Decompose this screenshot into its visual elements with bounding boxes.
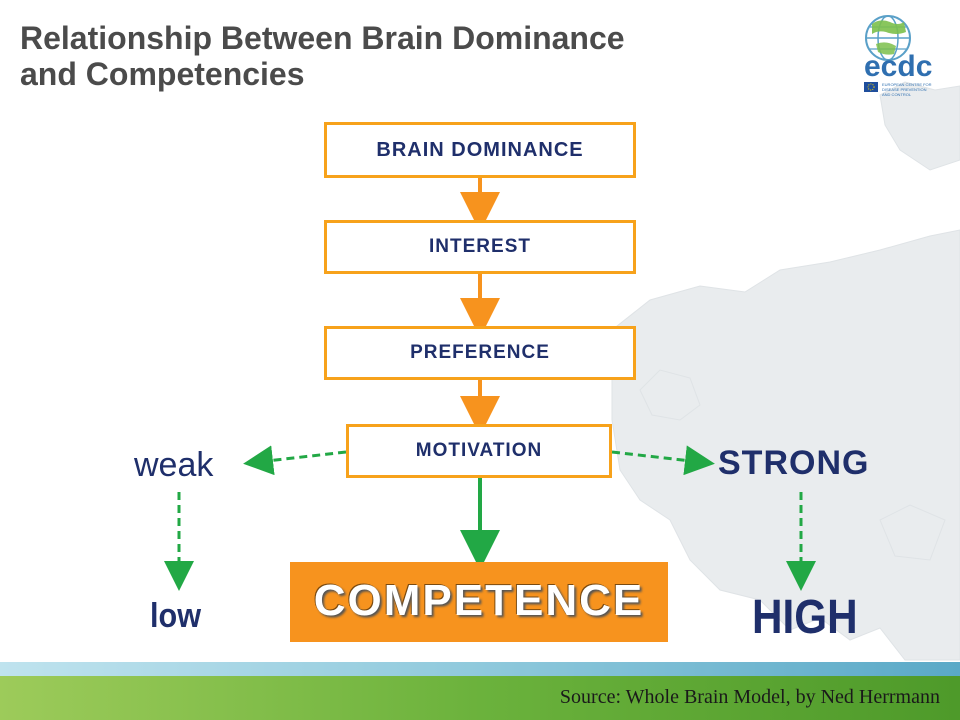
footer-green-bar: [0, 676, 960, 720]
competence-box: COMPETENCE: [290, 562, 668, 642]
slide-title-line-2: and Competencies: [20, 56, 305, 92]
svg-text:AND CONTROL: AND CONTROL: [882, 92, 912, 97]
motivation-box: MOTIVATION: [346, 424, 612, 478]
svg-text:EUROPEAN CENTRE FOR: EUROPEAN CENTRE FOR: [882, 82, 932, 87]
low-label: low: [150, 597, 202, 635]
strong-label: STRONG: [718, 444, 870, 482]
source-citation: Source: Whole Brain Model, by Ned Herrma…: [559, 686, 940, 708]
slide-title-line-1: Relationship Between Brain Dominance: [20, 20, 625, 56]
preference-box: PREFERENCE: [324, 326, 636, 380]
slide-title: Relationship Between Brain Dominance and…: [20, 20, 780, 92]
ecdc-logo: ecdc EUROPEAN CENTRE FOR DISEASE PREVENT…: [864, 15, 932, 97]
green-dashed-arrow-weak: [243, 445, 347, 476]
high-label: HIGH: [752, 591, 858, 644]
ecdc-wordmark: ecdc: [864, 50, 932, 83]
green-dashed-arrow-strong: [611, 445, 715, 476]
weak-label: weak: [134, 446, 214, 484]
svg-text:DISEASE PREVENTION: DISEASE PREVENTION: [882, 87, 927, 92]
footer-blue-stripe: [0, 662, 960, 676]
interest-box: INTEREST: [324, 220, 636, 274]
globe-icon: [865, 15, 911, 61]
brain-dominance-box: BRAIN DOMINANCE: [324, 122, 636, 178]
eu-flag-icon: [864, 82, 878, 92]
